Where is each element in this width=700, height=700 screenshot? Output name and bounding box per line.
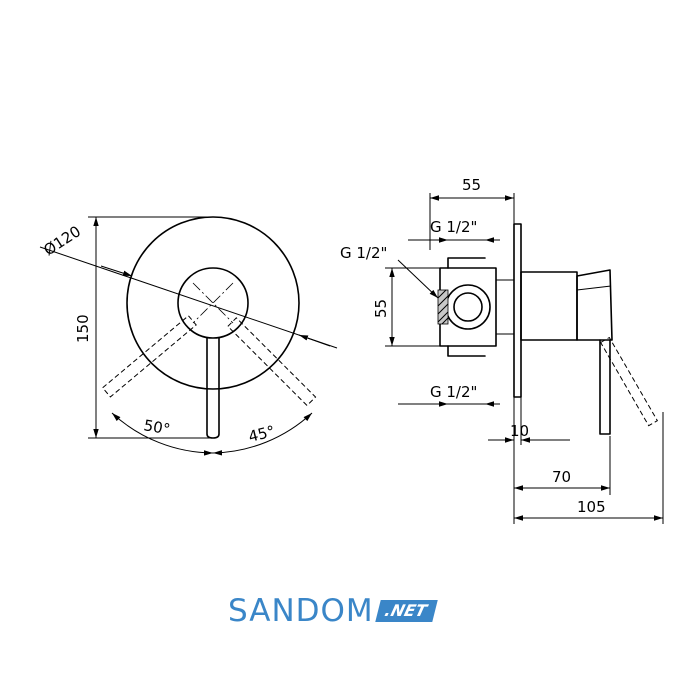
top-width-label: 55	[462, 176, 481, 194]
outlet-ring	[445, 284, 491, 330]
diameter-label: Ø120	[40, 222, 84, 259]
lever-rotated-right	[227, 317, 317, 407]
side-height-label: 55	[372, 299, 390, 318]
logo-net-badge: .NET	[374, 600, 438, 622]
plate-thickness-label: 10	[510, 422, 529, 440]
depth-total-label: 105	[577, 498, 606, 516]
brand-logo: SANDOM .NET	[228, 591, 438, 631]
wall-plate	[513, 223, 522, 398]
front-view: Ø120 150 50° 45°	[39, 216, 338, 456]
logo-main-text: SANDOM	[228, 592, 374, 629]
thread-left-label: G 1/2"	[340, 244, 387, 262]
lever-handle	[206, 337, 220, 439]
depth-mid-label: 70	[552, 468, 571, 486]
handle-body	[576, 269, 613, 341]
cartridge-housing	[520, 271, 578, 341]
escutcheon-plate	[126, 216, 300, 390]
lever-rotated-left	[101, 315, 197, 398]
side-view: 55 G 1/2" G 1/2" 55 G 1/2" 10 70 1	[340, 176, 664, 524]
height-label: 150	[74, 314, 92, 343]
side-lever-rotated	[599, 336, 659, 427]
angle-left-label: 50°	[142, 416, 171, 438]
angle-right-label: 45°	[247, 422, 277, 446]
side-lever	[599, 339, 611, 435]
thread-bottom-label: G 1/2"	[430, 383, 477, 401]
handle-hub	[177, 267, 249, 339]
thread-top-label: G 1/2"	[430, 218, 477, 236]
hatched-section	[437, 289, 449, 325]
